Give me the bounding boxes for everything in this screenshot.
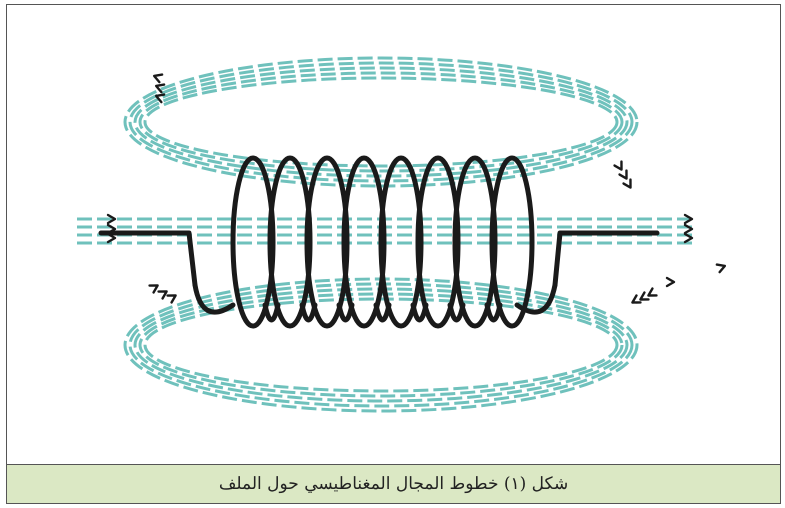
arrow-head (647, 287, 658, 297)
arrow-chevron (683, 213, 694, 225)
arrow-chevron (683, 223, 694, 235)
arrow-head (683, 223, 694, 235)
arrow-head (106, 213, 117, 225)
arrow-chevron (631, 294, 642, 304)
coil-entry-curve (192, 282, 236, 315)
coil-turn (452, 155, 498, 329)
arrow-head (715, 263, 727, 274)
arrow-head (157, 290, 168, 300)
lower-field-line (128, 282, 634, 408)
arrow-head (154, 93, 166, 104)
arrow-head (622, 178, 632, 189)
arrow-head (148, 284, 159, 294)
arrow-head (639, 291, 650, 301)
arrow-chevron (613, 160, 623, 171)
arrow-chevron (154, 83, 166, 94)
arrow-chevron (106, 223, 117, 235)
right-lead-wire (552, 230, 660, 288)
arrow-head (631, 294, 642, 304)
figure-frame: شكل (١) خطوط المجال المغناطيسي حول الملف (6, 4, 781, 504)
arrow-chevron (106, 213, 117, 225)
arrow-chevron (622, 178, 632, 189)
arrow-chevron (152, 73, 164, 84)
arrow-chevron (106, 232, 117, 244)
upper-field-line (128, 61, 634, 183)
arrow-head (683, 232, 694, 244)
solenoid-diagram (7, 5, 780, 463)
arrow-chevron (154, 93, 166, 104)
arrow-head (166, 294, 177, 304)
arrow-head (665, 276, 676, 288)
arrow-head (152, 73, 164, 84)
arrow-head (106, 223, 117, 235)
arrow-chevron (639, 291, 650, 301)
arrow-head (683, 213, 694, 225)
upper-field-line (143, 76, 619, 168)
coil-turn (378, 155, 424, 329)
arrow-chevron (166, 294, 177, 304)
arrow-head (618, 169, 628, 180)
solenoid-coil (98, 155, 660, 329)
arrow-head (613, 160, 623, 171)
upper-field-line (138, 71, 624, 173)
arrow-chevron (665, 276, 676, 288)
upper-field-line (133, 66, 629, 178)
arrow-chevron (148, 284, 159, 294)
coil-turn (489, 155, 535, 329)
coil-turn (341, 155, 387, 329)
arrow-chevron (683, 232, 694, 244)
arrow-chevron (715, 263, 727, 274)
coil-turn (267, 155, 313, 329)
figure-caption: شكل (١) خطوط المجال المغناطيسي حول الملف (218, 474, 569, 494)
lower-field-line (138, 292, 624, 398)
lower-field-line (133, 287, 629, 403)
left-lead-wire (98, 230, 198, 288)
upper-field-loop (123, 56, 639, 188)
coil-turn (230, 155, 276, 329)
field-direction-arrows (106, 73, 727, 304)
arrow-chevron (618, 169, 628, 180)
coil-turn (415, 155, 461, 329)
solenoid-svg (77, 56, 727, 413)
arrow-head (154, 83, 166, 94)
caption-bar: شكل (١) خطوط المجال المغناطيسي حول الملف (7, 464, 780, 503)
arrow-chevron (157, 290, 168, 300)
arrow-chevron (647, 287, 658, 297)
arrow-head (106, 232, 117, 244)
coil-turn (304, 155, 350, 329)
